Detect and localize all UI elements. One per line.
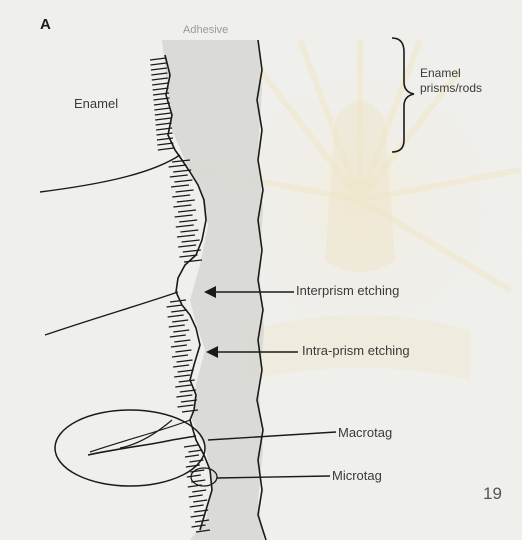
prism-hatch-line <box>155 113 171 115</box>
microtag-label: Microtag <box>332 468 382 483</box>
figure-number: 19 <box>483 484 502 504</box>
prism-hatch-line <box>167 305 183 307</box>
prism-hatch-line <box>152 78 168 80</box>
prism-hatch-line <box>153 88 169 90</box>
prism-hatch-line <box>170 175 188 177</box>
prism-hatch-line <box>190 470 204 472</box>
prism-hatch-line <box>170 335 186 337</box>
prism-hatch-line <box>155 118 171 120</box>
prism-hatch-line <box>170 300 186 302</box>
prism-hatch-line <box>152 83 168 85</box>
prism-hatch-line <box>189 495 203 497</box>
prism-hatch-line <box>150 58 166 60</box>
macrotag-label: Macrotag <box>338 425 392 440</box>
prism-hatch-line <box>176 395 192 397</box>
prism-hatch-line <box>151 68 167 70</box>
prism-hatch-line <box>178 370 194 372</box>
prism-hatch-line <box>193 500 207 502</box>
prism-hatch-line <box>171 310 187 312</box>
prism-hatch-line <box>172 355 188 357</box>
prism-hatch-line <box>177 405 193 407</box>
prism-hatch-line <box>157 133 173 135</box>
prism-hatch-line <box>187 475 201 477</box>
prism-hatch-line <box>154 108 170 110</box>
prism-boundary-lower <box>90 420 190 452</box>
prism-hatch-line <box>185 455 199 457</box>
prism-hatch-line <box>175 350 191 352</box>
prism-hatch-line <box>169 165 187 167</box>
macrotag-strand <box>88 436 196 455</box>
prism-hatch-line <box>190 505 204 507</box>
prism-hatch-line <box>191 515 205 517</box>
prism-hatch-line <box>179 380 195 382</box>
intraprism-etching-label: Intra-prism etching <box>302 343 410 358</box>
interprism-etching-label: Interprism etching <box>296 283 399 298</box>
prism-hatch-line <box>171 345 187 347</box>
adhesive-label: Adhesive <box>183 24 228 36</box>
prism-hatch-line <box>174 340 190 342</box>
prism-boundary-upper <box>40 155 180 192</box>
prism-hatch-line <box>192 490 206 492</box>
prism-hatch-line <box>158 148 174 150</box>
prism-hatch-line <box>151 73 167 75</box>
prism-hatch-line <box>172 320 188 322</box>
prism-hatch-line <box>173 330 189 332</box>
prism-hatch-line <box>168 315 184 317</box>
prism-hatch-line <box>173 365 189 367</box>
prism-hatch-line <box>175 385 191 387</box>
prism-hatch-line <box>177 360 193 362</box>
prism-hatch-line <box>188 450 202 452</box>
prism-hatch-line <box>184 445 198 447</box>
prism-hatch-line <box>154 103 170 105</box>
prism-hatch-line <box>169 325 185 327</box>
panel-label: A <box>40 16 51 33</box>
prism-hatch-line <box>150 63 166 65</box>
prism-boundary-middle <box>45 292 178 335</box>
enamel-prisms-label: Enamel prisms/rods <box>420 66 482 96</box>
enamel-label: Enamel <box>74 96 118 111</box>
prism-hatch-line <box>174 375 190 377</box>
